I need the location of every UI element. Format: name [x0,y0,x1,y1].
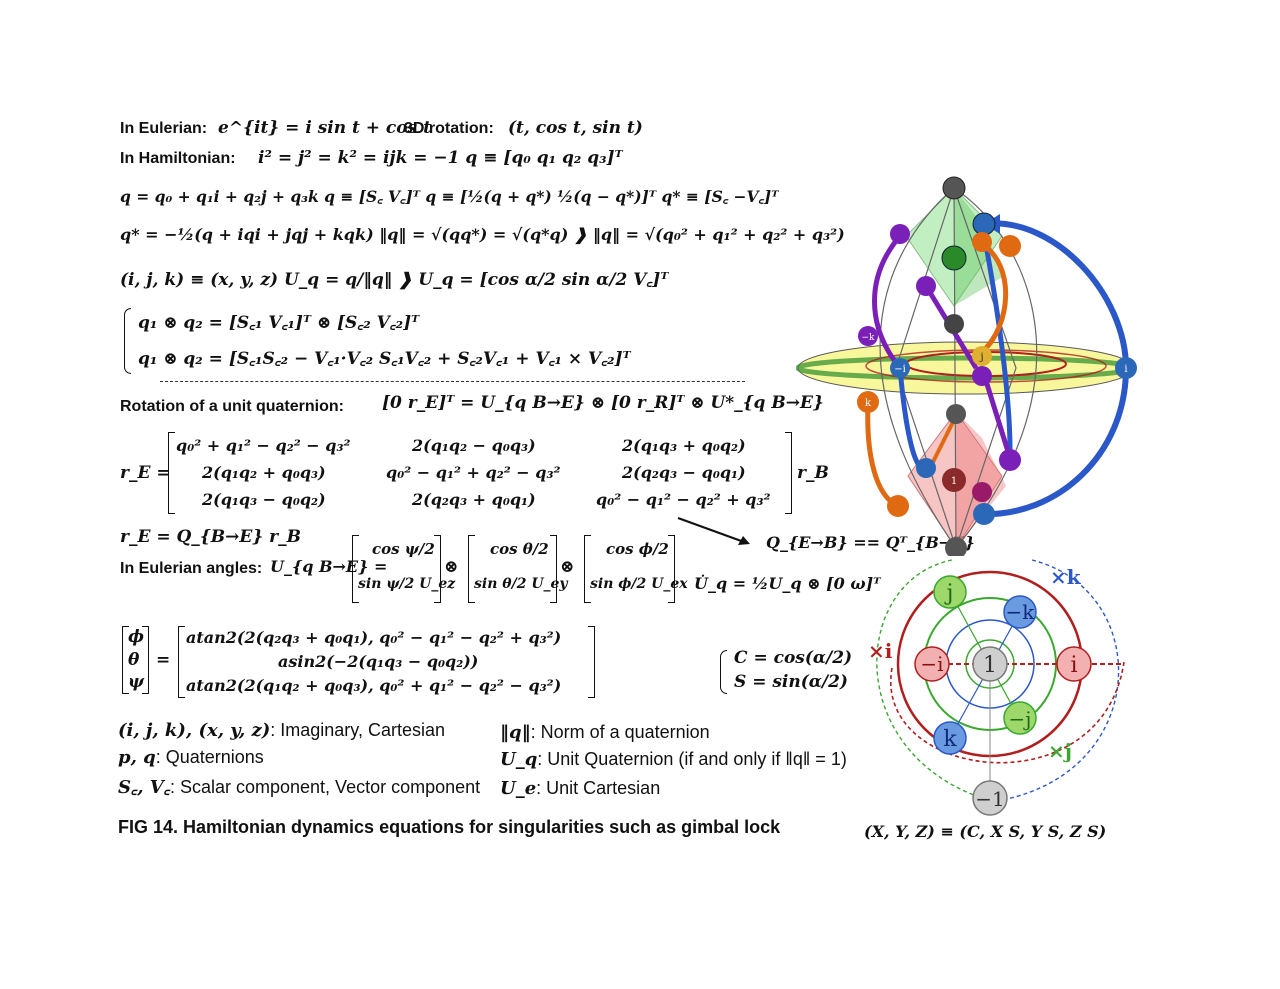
matrix-left-bracket [168,432,175,514]
angle-psi: ψ [128,672,145,692]
rE-label: r_E = [120,463,171,483]
svg-text:×i: ×i [868,639,893,663]
figure-caption: FIG 14. Hamiltonian dynamics equations f… [118,817,781,837]
svg-text:i: i [1070,653,1077,678]
vec-bracket [550,535,557,603]
angles-bracket [142,626,149,694]
euler-vec-cell: sin ψ/2 U_ez [358,576,456,592]
mapping-eq: (X, Y, Z) ≡ (C, X S, Y S, Z S) [864,822,1107,841]
matrix-cell: q₀² + q₁² − q₂² − q₃² [176,436,351,455]
vec-bracket [352,535,359,603]
svg-text:j: j [979,352,983,363]
svg-text:k: k [865,398,872,409]
euler-vec-cell: cos ϕ/2 [606,540,669,558]
rotation-3d-eq: (t, cos t, sin t) [508,118,643,138]
angle-theta: θ [128,650,140,670]
svg-text:i: i [1124,364,1127,375]
matrix-cell: q₀² − q₁² − q₂² + q₃² [596,490,771,509]
q-transpose-eq: Q_{E→B} == Qᵀ_{B→E} [766,533,975,552]
vec-bracket [668,535,675,603]
euler-vec-cell: cos ψ/2 [372,540,435,558]
svg-text:1: 1 [983,653,997,678]
multiplication-cycle-diagram: j −k −i 1 i k −j −1 ×k ×i ×j [868,559,1125,816]
svg-text:×j: ×j [1048,739,1072,763]
svg-text:−j: −j [1009,707,1032,731]
node-neg-i: −i [914,646,950,682]
rE-compact: r_E = Q_{B→E} r_B [120,527,301,547]
vec-bracket [584,535,591,603]
s-def: S = sin(α/2) [734,672,848,692]
matrix-cell: 2(q₂q₃ − q₀q₁) [622,463,746,482]
arrow-icon [677,516,750,545]
svg-text:−1: −1 [975,787,1004,811]
product-eq-2: q₁ ⊗ q₂ = [S꜀₁S꜀₂ − V꜀₁·V꜀₂ S꜀₁V꜀₂ + S꜀₂… [138,349,631,369]
legend-item: ‖q‖: Norm of a quaternion [500,722,710,743]
matrix-cell: 2(q₂q₃ + q₀q₁) [412,490,536,509]
svg-text:−k: −k [1006,600,1036,624]
equals-sign: = [156,650,171,670]
legend-item: p, q: Quaternions [118,747,264,768]
rotation-3d-label: 3D rotation: [404,120,494,137]
node-neg-one: −1 [972,780,1008,816]
svg-text:−i: −i [894,364,906,375]
svg-text:−i: −i [920,652,943,676]
cs-bracket [720,650,727,694]
angle-formula: asin2(−2(q₁q₃ − q₀q₂)) [278,652,479,671]
matrix-right-bracket [785,432,792,514]
legend-item: U_q: Unit Quaternion (if and only if ‖q‖… [500,749,847,770]
rotation-label: Rotation of a unit quaternion: [120,398,344,415]
svg-text:j: j [944,581,954,606]
angles-rhs-bracket [588,626,595,698]
rotation-eq: [0 r_E]ᵀ = U_{q B→E} ⊗ [0 r_R]ᵀ ⊗ U*_{q … [382,393,824,413]
vec-bracket [434,535,441,603]
svg-text:×k: ×k [1050,565,1082,589]
angles-bracket [122,626,129,694]
otimes-symbol: ⊗ [444,557,459,577]
legend-item: U_e: Unit Cartesian [500,778,661,799]
section-divider [160,381,745,382]
node-one: 1 [972,646,1008,682]
euler-vec-cell: sin ϕ/2 U_ex [590,576,688,592]
legend-item: S꜀, V꜀: Scalar component, Vector compone… [118,777,481,798]
matrix-cell: q₀² − q₁² + q₂² − q₃² [386,463,561,482]
euler-vec-cell: cos θ/2 [490,540,549,558]
quaternion-polyhedron-figure: −k i −i k j 1 [796,176,1137,556]
vec-bracket [468,535,475,603]
matrix-cell: 2(q₁q₃ + q₀q₂) [622,436,746,455]
hamiltonian-label: In Hamiltonian: [120,150,236,167]
eulerian-label: In Eulerian: [120,120,208,137]
otimes-symbol: ⊗ [560,557,575,577]
svg-text:−k: −k [862,333,876,343]
hamilton-identity: i² = j² = k² = ijk = −1 q ≡ [q₀ q₁ q₂ q₃… [258,148,623,168]
euler-angles-label: In Eulerian angles: [120,560,263,577]
udot-eq: U̇_q = ½U_q ⊗ [0 ω]ᵀ [694,574,881,593]
euler-uq: U_{q B→E} = [270,557,388,576]
euler-formula: e^{it} = i sin t + cos t [218,118,431,138]
unit-quaternion: (i, j, k) ≡ (x, y, z) U_q = q/‖q‖ ❱ U_q … [120,270,669,290]
matrix-cell: 2(q₁q₂ + q₀q₃) [202,463,326,482]
svg-text:k: k [943,727,957,752]
product-bracket [124,308,131,374]
angle-phi: ϕ [128,627,145,647]
svg-text:1: 1 [951,476,957,487]
matrix-cell: 2(q₁q₂ − q₀q₃) [412,436,536,455]
angles-rhs-bracket [178,626,185,698]
rB-label: r_B [797,463,829,483]
angle-formula: atan2(2(q₂q₃ + q₀q₁), q₀² − q₁² − q₂² + … [186,628,562,647]
legend-item: (i, j, k), (x, y, z): Imaginary, Cartesi… [118,720,445,741]
euler-vec-cell: sin θ/2 U_ey [474,576,568,592]
node-neg-j: −j [1003,701,1037,735]
node-j: j [933,575,967,609]
node-k: k [933,721,967,755]
matrix-cell: 2(q₁q₃ − q₀q₂) [202,490,326,509]
quaternion-def: q = q₀ + q₁i + q₂j + q₃k q ≡ [S꜀ V꜀]ᵀ q … [120,187,779,206]
node-neg-k: −k [1003,595,1037,629]
angle-formula: atan2(2(q₁q₂ + q₀q₃), q₀² + q₁² − q₂² − … [186,676,562,695]
node-i: i [1056,646,1092,682]
conjugate-norm: q* = −½(q + iqi + jqj + kqk) ‖q‖ = √(qq*… [120,225,845,244]
product-eq-1: q₁ ⊗ q₂ = [S꜀₁ V꜀₁]ᵀ ⊗ [S꜀₂ V꜀₂]ᵀ [138,313,420,333]
c-def: C = cos(α/2) [734,648,853,668]
